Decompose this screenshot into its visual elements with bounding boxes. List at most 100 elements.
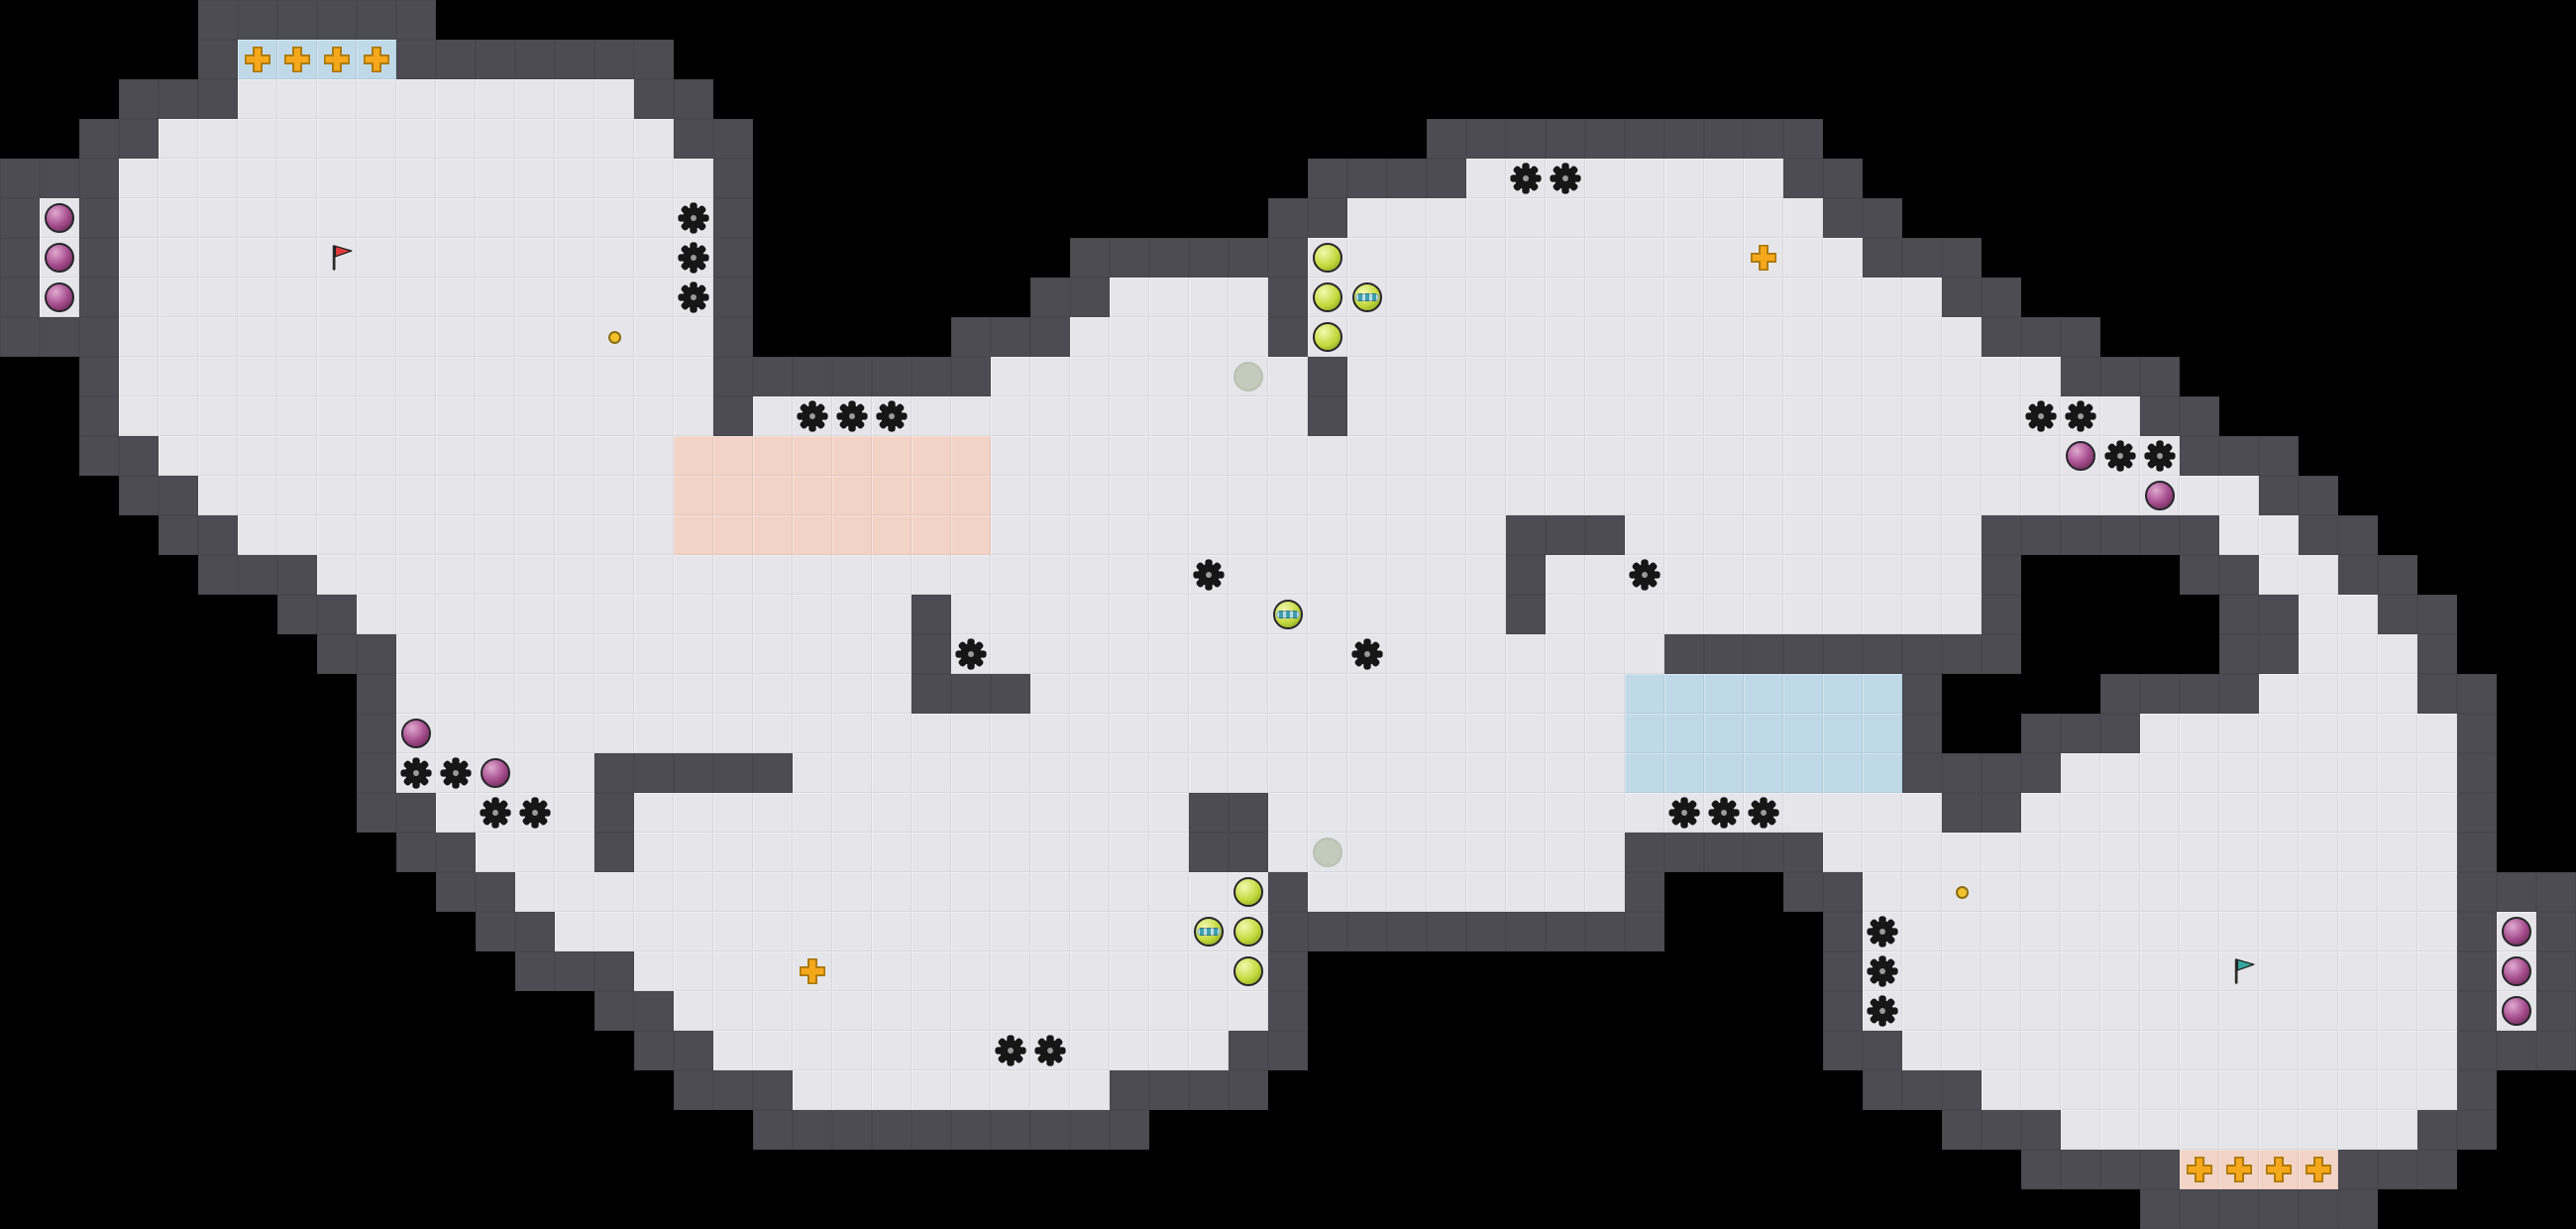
wall-tile — [1982, 555, 2021, 595]
floor-tile — [436, 79, 476, 119]
floor-tile — [277, 396, 317, 436]
wall-tile — [396, 0, 436, 40]
floor-tile — [674, 357, 713, 396]
floor-tile — [753, 555, 793, 595]
floor-tile — [2219, 515, 2259, 555]
wall-tile — [634, 40, 674, 79]
floor-tile — [1585, 753, 1625, 793]
floor-tile — [713, 833, 753, 872]
floor-tile — [1427, 872, 1466, 912]
floor-tile — [1942, 476, 1982, 515]
floor-tile — [1863, 595, 1902, 634]
wall-tile — [2219, 555, 2259, 595]
floor-tile — [1149, 476, 1189, 515]
floor-tile — [555, 159, 594, 198]
floor-tile — [357, 515, 396, 555]
floor-tile — [198, 396, 238, 436]
floor-tile — [1783, 198, 1823, 238]
wall-tile — [1982, 515, 2021, 555]
floor-tile — [2338, 1031, 2378, 1070]
floor-tile — [991, 396, 1030, 436]
floor-tile — [1783, 793, 1823, 833]
floor-tile — [119, 198, 159, 238]
floor-tile — [2100, 833, 2140, 872]
blue-floor-tile — [1664, 714, 1704, 753]
blue-floor-tile — [1625, 674, 1664, 714]
wall-tile — [0, 238, 40, 278]
floor-tile — [2140, 753, 2180, 793]
floor-tile — [1466, 396, 1506, 436]
wall-tile — [1942, 1070, 1982, 1110]
wall-tile — [1149, 238, 1189, 278]
wall-tile — [357, 0, 396, 40]
floor-tile — [1030, 991, 1070, 1031]
floor-tile — [594, 555, 634, 595]
floor-tile — [277, 436, 317, 476]
floor-tile — [594, 396, 634, 436]
floor-tile — [1982, 436, 2021, 476]
wall-tile — [2299, 515, 2338, 555]
wall-tile — [1823, 991, 1863, 1031]
floor-tile — [793, 1031, 832, 1070]
floor-tile — [396, 278, 436, 317]
floor-tile — [1149, 357, 1189, 396]
floor-tile — [1268, 555, 1308, 595]
wall-tile — [1744, 119, 1783, 159]
floor-tile — [2021, 991, 2061, 1031]
floor-tile — [991, 991, 1030, 1031]
floor-tile — [1070, 476, 1110, 515]
striped-orb-powerup — [1194, 917, 1224, 947]
floor-tile — [1070, 396, 1110, 436]
floor-tile — [674, 912, 713, 951]
floor-tile — [594, 674, 634, 714]
floor-tile — [1546, 872, 1585, 912]
wall-tile — [1070, 1110, 1110, 1150]
floor-tile — [1466, 753, 1506, 793]
floor-tile — [1070, 1031, 1110, 1070]
floor-tile — [357, 198, 396, 238]
floor-tile — [1863, 833, 1902, 872]
floor-tile — [1229, 278, 1268, 317]
floor-tile — [1982, 1070, 2021, 1110]
floor-tile — [832, 912, 872, 951]
wall-tile — [1704, 119, 1744, 159]
floor-tile — [1664, 357, 1704, 396]
wall-tile — [2140, 1189, 2180, 1229]
floor-tile — [1149, 1031, 1189, 1070]
floor-tile — [2259, 1031, 2299, 1070]
wall-tile — [1942, 238, 1982, 278]
floor-tile — [1110, 991, 1149, 1031]
wall-tile — [357, 674, 396, 714]
floor-tile — [1189, 1031, 1229, 1070]
floor-tile — [1268, 833, 1308, 872]
floor-tile — [1229, 555, 1268, 595]
wall-tile — [2299, 1189, 2338, 1229]
saw-spike-icon — [2064, 399, 2097, 433]
floor-tile — [1546, 714, 1585, 753]
floor-tile — [1546, 595, 1585, 634]
floor-tile — [753, 674, 793, 714]
wall-tile — [2219, 436, 2259, 476]
wall-tile — [594, 793, 634, 833]
floor-tile — [238, 396, 277, 436]
floor-tile — [436, 278, 476, 317]
floor-tile — [1585, 357, 1625, 396]
floor-tile — [1823, 595, 1863, 634]
green-orb-pickup — [1234, 917, 1263, 947]
pink-floor-tile — [872, 436, 912, 476]
blue-floor-tile — [1625, 714, 1664, 753]
floor-tile — [793, 714, 832, 753]
wall-tile — [357, 753, 396, 793]
floor-tile — [1664, 396, 1704, 436]
floor-tile — [1110, 1031, 1149, 1070]
floor-tile — [2180, 912, 2219, 951]
wall-tile — [317, 0, 357, 40]
wall-tile — [2259, 436, 2299, 476]
floor-tile — [277, 119, 317, 159]
floor-tile — [1902, 476, 1942, 515]
wall-tile — [1308, 198, 1347, 238]
floor-tile — [2378, 1070, 2417, 1110]
floor-tile — [634, 872, 674, 912]
floor-tile — [515, 317, 555, 357]
saw-spike-icon — [875, 399, 909, 433]
